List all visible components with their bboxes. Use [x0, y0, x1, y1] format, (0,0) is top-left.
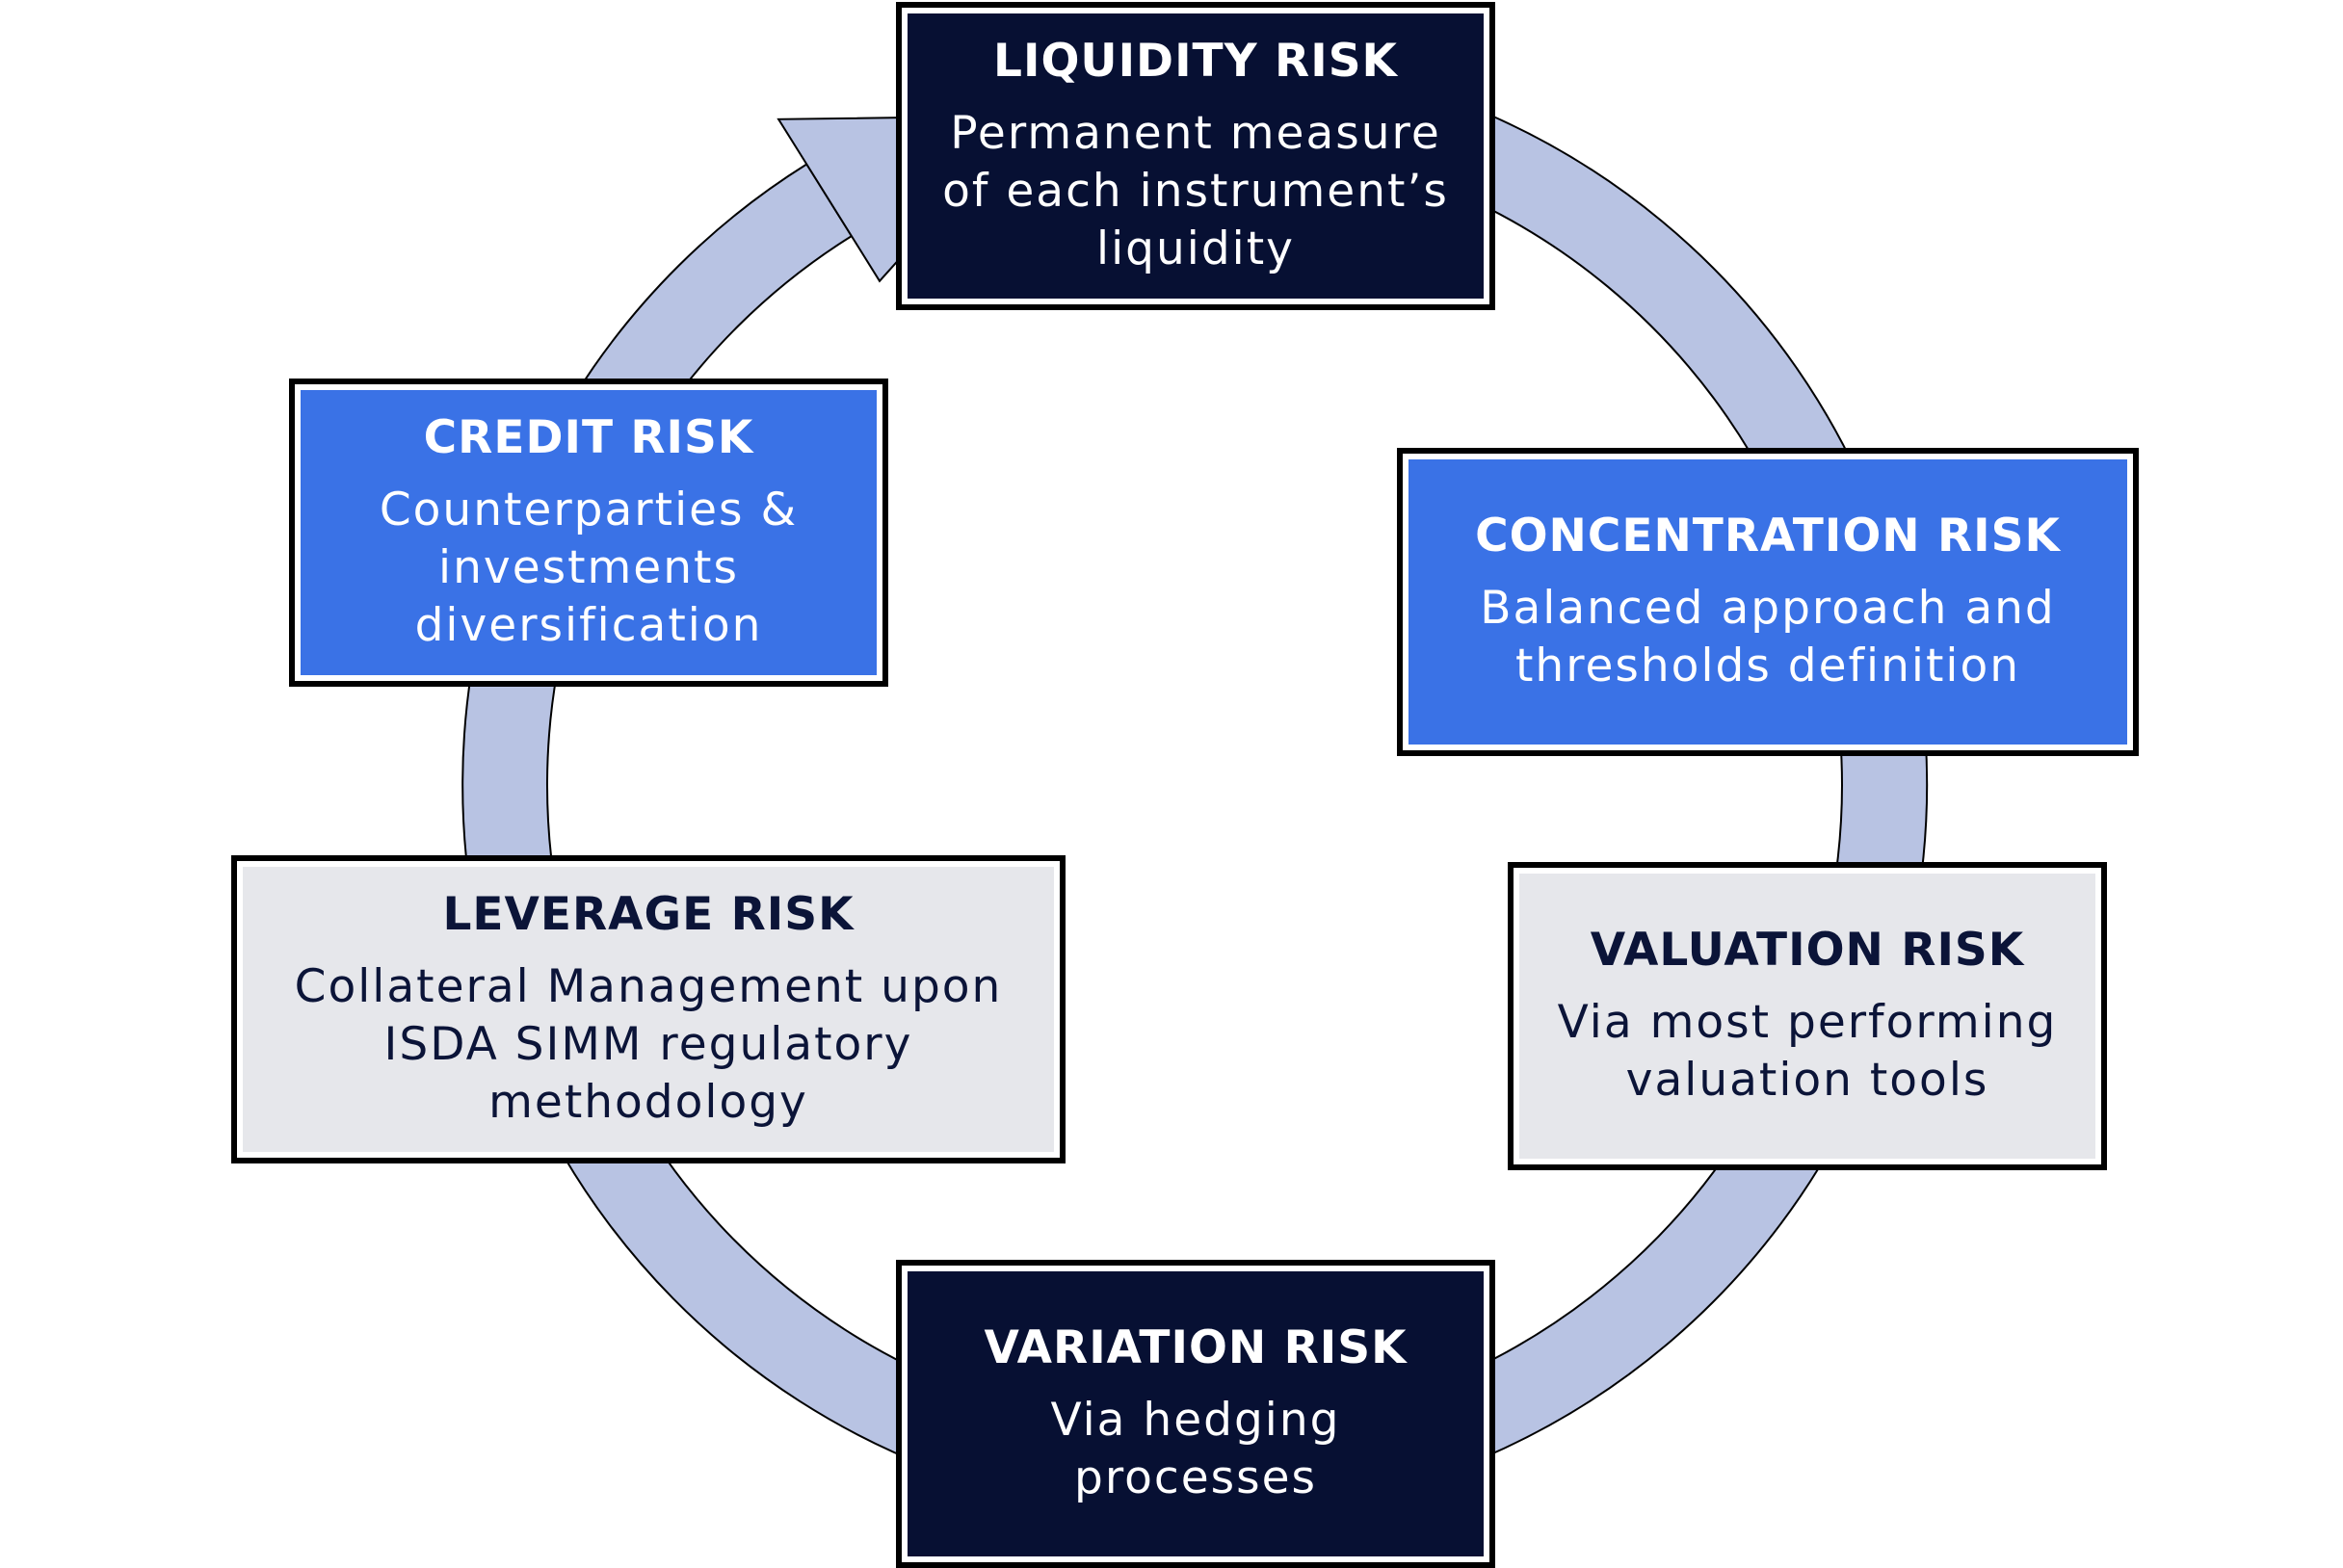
- leverage-risk-description: Collateral Management upon ISDA SIMM reg…: [294, 959, 1003, 1129]
- leverage-risk-panel: LEVERAGE RISK Collateral Management upon…: [243, 867, 1054, 1152]
- concentration-risk-title: CONCENTRATION RISK: [1475, 509, 2061, 562]
- credit-risk-panel: CREDIT RISK Counterparties & investments…: [301, 390, 877, 675]
- concentration-risk-box: CONCENTRATION RISK Balanced approach and…: [1397, 448, 2139, 756]
- credit-risk-description: Counterparties & investments diversifica…: [379, 483, 799, 652]
- variation-risk-title: VARIATION RISK: [984, 1320, 1408, 1374]
- liquidity-risk-box: LIQUIDITY RISK Permanent measure of each…: [896, 2, 1495, 310]
- leverage-risk-title: LEVERAGE RISK: [442, 887, 855, 941]
- credit-risk-box: CREDIT RISK Counterparties & investments…: [289, 379, 888, 687]
- liquidity-risk-panel: LIQUIDITY RISK Permanent measure of each…: [908, 13, 1484, 299]
- credit-risk-title: CREDIT RISK: [423, 410, 754, 464]
- valuation-risk-description: Via most performing valuation tools: [1557, 995, 2058, 1107]
- valuation-risk-box: VALUATION RISK Via most performing valua…: [1508, 862, 2107, 1170]
- leverage-risk-box: LEVERAGE RISK Collateral Management upon…: [231, 855, 1066, 1163]
- liquidity-risk-description: Permanent measure of each instrument’s l…: [942, 106, 1449, 275]
- concentration-risk-panel: CONCENTRATION RISK Balanced approach and…: [1408, 459, 2127, 745]
- valuation-risk-title: VALUATION RISK: [1590, 923, 2025, 977]
- variation-risk-panel: VARIATION RISK Via hedging processes: [908, 1271, 1484, 1556]
- liquidity-risk-title: LIQUIDITY RISK: [993, 34, 1398, 88]
- variation-risk-box: VARIATION RISK Via hedging processes: [896, 1260, 1495, 1568]
- variation-risk-description: Via hedging processes: [1050, 1393, 1341, 1504]
- valuation-risk-panel: VALUATION RISK Via most performing valua…: [1519, 874, 2095, 1159]
- concentration-risk-description: Balanced approach and thresholds definit…: [1480, 581, 2056, 693]
